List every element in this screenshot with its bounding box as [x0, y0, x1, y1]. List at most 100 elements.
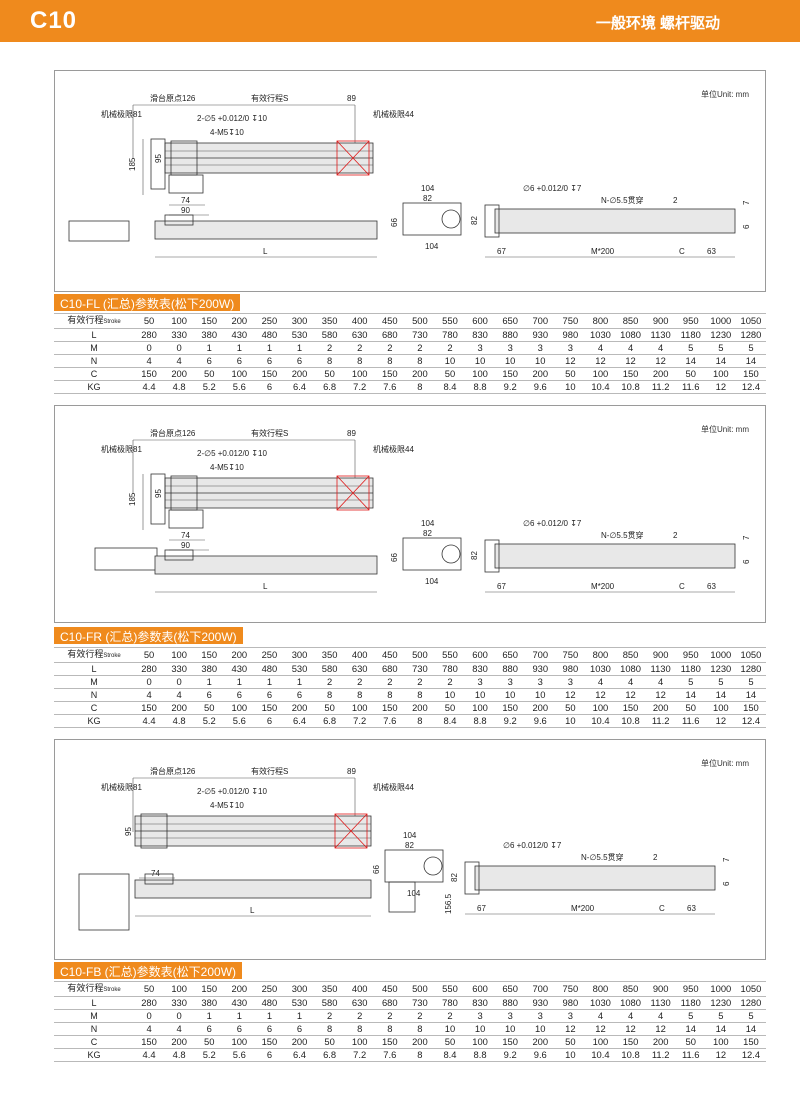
table-cell: 150	[254, 701, 285, 715]
label-effective-stroke: 有效行程S	[251, 428, 288, 438]
svg-text:M*200: M*200	[571, 904, 595, 913]
table-cell: 11.2	[645, 1048, 676, 1062]
table-cell: 280	[134, 662, 165, 676]
row-label: C	[54, 367, 134, 381]
table-cell: 10	[434, 354, 466, 368]
table-cell: 200	[645, 367, 676, 381]
table-cell: 600	[465, 313, 496, 329]
table-cell: 750	[555, 981, 586, 997]
table-cell: 3	[495, 1009, 526, 1023]
table-cell: 1	[284, 1009, 315, 1023]
table-cell: 750	[555, 647, 586, 663]
table-cell: 11.6	[675, 380, 706, 394]
table-cell: 450	[374, 313, 405, 329]
table-cell: 5	[705, 1009, 736, 1023]
svg-text:63: 63	[707, 247, 716, 256]
table-cell: 6	[194, 688, 225, 702]
table-cell: 100	[465, 1035, 496, 1049]
table-cell: 880	[495, 662, 526, 676]
table-cell: 6	[284, 354, 315, 368]
table-cell: 4.4	[134, 380, 165, 394]
row-label: KG	[54, 1048, 134, 1062]
svg-text:M*200: M*200	[591, 582, 615, 591]
table-cell: 150	[374, 1035, 405, 1049]
table-cell: 12	[645, 688, 676, 702]
table-cell: 12	[615, 688, 646, 702]
table-cell: 10	[555, 714, 586, 728]
table-cell: 50	[134, 647, 165, 663]
svg-text:156.5: 156.5	[444, 893, 453, 914]
svg-text:95: 95	[124, 827, 133, 836]
table-cell: 280	[134, 328, 165, 342]
table-cell: 200	[224, 981, 255, 997]
table-cell: 4.4	[134, 1048, 165, 1062]
table-cell: 8	[374, 688, 405, 702]
table-cell: 1	[254, 341, 285, 355]
table-cell: 880	[495, 328, 526, 342]
svg-text:104: 104	[403, 831, 417, 840]
table-cell: 430	[224, 662, 255, 676]
table-cell: 100	[705, 1035, 736, 1049]
table-cell: 150	[254, 1035, 285, 1049]
table-cell: 2	[344, 1009, 375, 1023]
label-slider-origin: 滑台原点126	[150, 93, 196, 103]
table-cell: 0	[134, 675, 165, 689]
table-cell: 8.4	[434, 380, 466, 394]
label-mech-limit-81: 机械极限81	[101, 444, 142, 454]
svg-text:6: 6	[742, 559, 751, 564]
table-cell: 10	[525, 354, 556, 368]
table-cell: 3	[555, 1009, 586, 1023]
table-cell: 330	[164, 328, 195, 342]
table-cell: 4	[164, 354, 195, 368]
row-label: KG	[54, 714, 134, 728]
table-cell: 8	[374, 1022, 405, 1036]
table-cell: 50	[434, 701, 466, 715]
table-cell: 50	[675, 1035, 706, 1049]
table-cell: 330	[164, 662, 195, 676]
table-cell: 6.8	[314, 380, 345, 394]
table-cell: 1	[194, 341, 225, 355]
table-cell: 9.6	[525, 714, 556, 728]
table-cell: 780	[434, 662, 466, 676]
table-cell: 730	[404, 328, 435, 342]
stroke-header: 有效行程Stroke	[54, 313, 134, 329]
table-cell: 14	[735, 688, 766, 702]
table-cell: 100	[585, 1035, 616, 1049]
table-cell: 14	[735, 354, 766, 368]
table-cell: 150	[735, 701, 766, 715]
svg-text:N-∅5.5贯穿: N-∅5.5贯穿	[601, 530, 644, 540]
table-cell: 11.2	[645, 380, 676, 394]
unit-label: 单位Unit: mm	[701, 425, 749, 434]
table-cell: 150	[134, 701, 165, 715]
svg-text:67: 67	[497, 582, 506, 591]
table-cell: 100	[224, 1035, 255, 1049]
stroke-header: 有效行程Stroke	[54, 647, 134, 663]
table-cell: 150	[615, 1035, 646, 1049]
table-cell: 12	[555, 354, 586, 368]
table-cell: 200	[224, 313, 255, 329]
table-cell: 8	[344, 1022, 375, 1036]
table-cell: 0	[134, 341, 165, 355]
svg-text:104: 104	[425, 242, 439, 251]
table-cell: 12	[555, 1022, 586, 1036]
table-cell: 5.2	[194, 714, 225, 728]
table-cell: 350	[314, 647, 345, 663]
table-cell: 1050	[735, 313, 766, 329]
table-cell: 1030	[585, 662, 616, 676]
table-cell: 14	[675, 354, 706, 368]
table-cell: 1080	[615, 662, 646, 676]
table-cell: 7.2	[344, 1048, 375, 1062]
table-cell: 150	[194, 647, 225, 663]
table-cell: 1180	[675, 662, 706, 676]
category-title: 一般环境 螺杆驱动	[595, 15, 720, 32]
svg-text:66: 66	[390, 553, 399, 562]
table-cell: 400	[344, 647, 375, 663]
table-cell: 800	[585, 647, 616, 663]
svg-text:95: 95	[154, 489, 163, 498]
